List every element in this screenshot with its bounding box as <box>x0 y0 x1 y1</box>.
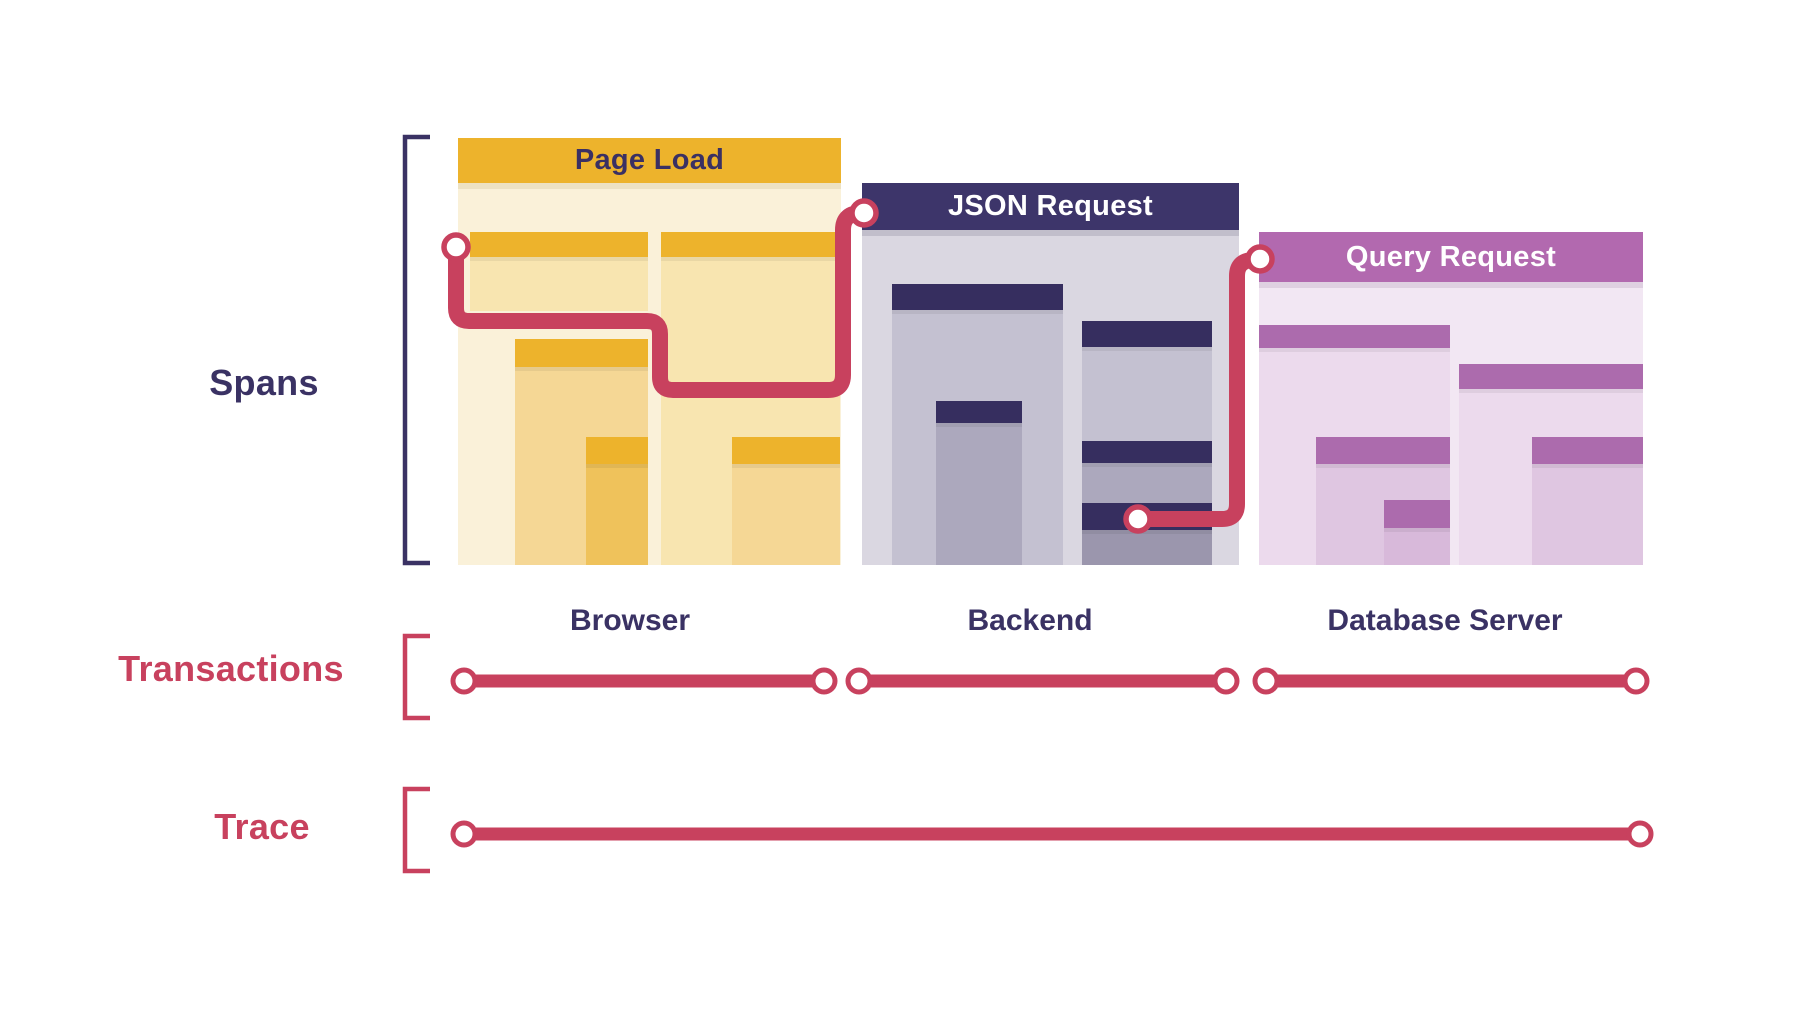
span-body <box>936 423 1022 565</box>
span-body <box>470 257 648 311</box>
machine-label-backend: Backend <box>967 604 1093 637</box>
spans-bracket <box>402 134 430 566</box>
span-body <box>586 464 648 565</box>
span-body <box>732 464 840 565</box>
span-bar <box>1082 441 1212 463</box>
transactions-bracket <box>402 633 430 721</box>
span-group-page-load: Page Load <box>458 138 841 565</box>
spans-row-label: Spans <box>209 362 319 403</box>
span-bar <box>1082 321 1212 347</box>
span-bar <box>892 284 1063 310</box>
transaction-line-backend <box>845 667 1240 695</box>
transactions-row-label: Transactions <box>118 648 344 689</box>
transaction-line-database-server <box>1252 667 1650 695</box>
span-bar <box>1459 364 1643 389</box>
span-bar <box>470 232 648 257</box>
span-bar <box>1316 437 1450 464</box>
span-group-title: Page Load <box>458 138 841 183</box>
span-bar <box>586 437 648 464</box>
span-group-title: JSON Request <box>862 183 1239 230</box>
span-bar <box>661 232 840 257</box>
span-body <box>1384 528 1450 565</box>
span-group-json-request: JSON Request <box>862 183 1239 565</box>
span-bar <box>1384 500 1450 528</box>
span-bar <box>1259 325 1450 348</box>
trace-row-label: Trace <box>214 806 310 847</box>
span-group-title: Query Request <box>1259 232 1643 282</box>
span-bar <box>1532 437 1643 464</box>
span-bar <box>515 339 648 367</box>
span-body <box>1082 530 1212 565</box>
trace-line <box>450 820 1654 848</box>
trace-bracket <box>402 786 430 874</box>
span-bar <box>732 437 840 464</box>
span-group-query-request: Query Request <box>1259 232 1643 565</box>
span-bar <box>936 401 1022 423</box>
machine-label-browser: Browser <box>569 604 691 637</box>
span-bar <box>1082 503 1212 530</box>
transaction-line-browser <box>450 667 838 695</box>
span-body <box>1532 464 1643 565</box>
machine-label-database-server: Database Server <box>1327 604 1563 637</box>
